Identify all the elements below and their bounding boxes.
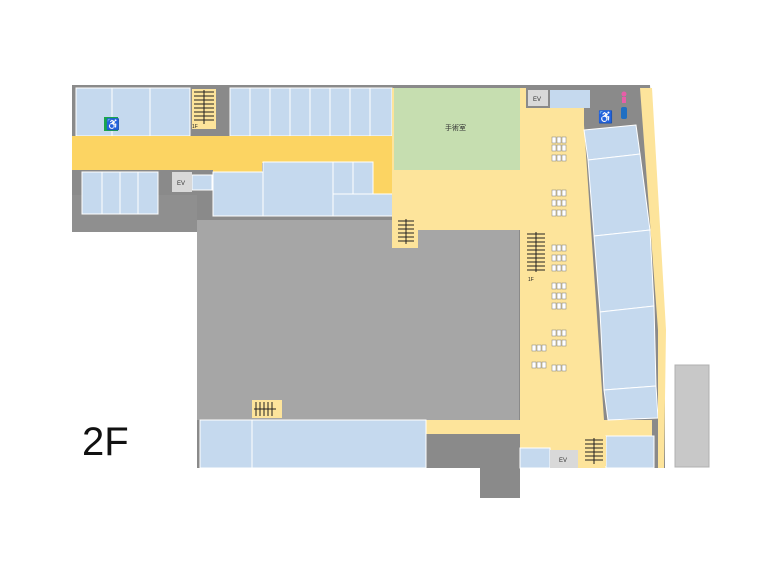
corridor-central	[392, 88, 652, 468]
stair-south-east	[582, 436, 606, 466]
floor-label: 2F	[82, 420, 129, 464]
elevator-south	[550, 450, 578, 468]
south-void	[427, 434, 519, 468]
stair-south-west	[252, 400, 282, 418]
waiting-seats	[531, 136, 567, 372]
info-icon	[621, 107, 627, 119]
annex-building	[674, 364, 710, 468]
north-rooms-left	[76, 88, 392, 136]
west-rooms	[81, 161, 394, 217]
stair-north: 1F	[192, 89, 216, 130]
elevator-west	[172, 172, 192, 192]
elevator-north	[528, 90, 548, 106]
corridor-main	[72, 136, 392, 195]
svg-text:♿: ♿	[598, 110, 613, 124]
surgery-label: 手術室	[445, 123, 466, 132]
east-wall-strip	[640, 88, 666, 468]
wheelchair-icon-east: ♿	[598, 110, 613, 124]
east-rooms	[583, 124, 659, 421]
svg-text:EV: EV	[177, 181, 185, 187]
svg-text:EV: EV	[533, 97, 541, 103]
svg-text:EV: EV	[559, 458, 567, 464]
svg-text:♿: ♿	[106, 118, 120, 131]
stair-center	[396, 218, 416, 246]
room-north-east	[550, 90, 590, 108]
south-rooms	[199, 419, 655, 469]
wheelchair-icon: ♿	[104, 117, 120, 131]
svg-text:1F: 1F	[192, 124, 198, 130]
stair-east: 1F	[525, 230, 547, 283]
surgery-room	[394, 88, 520, 170]
restroom-icon	[621, 91, 627, 103]
svg-text:1F: 1F	[528, 277, 534, 283]
void-area	[197, 220, 519, 420]
